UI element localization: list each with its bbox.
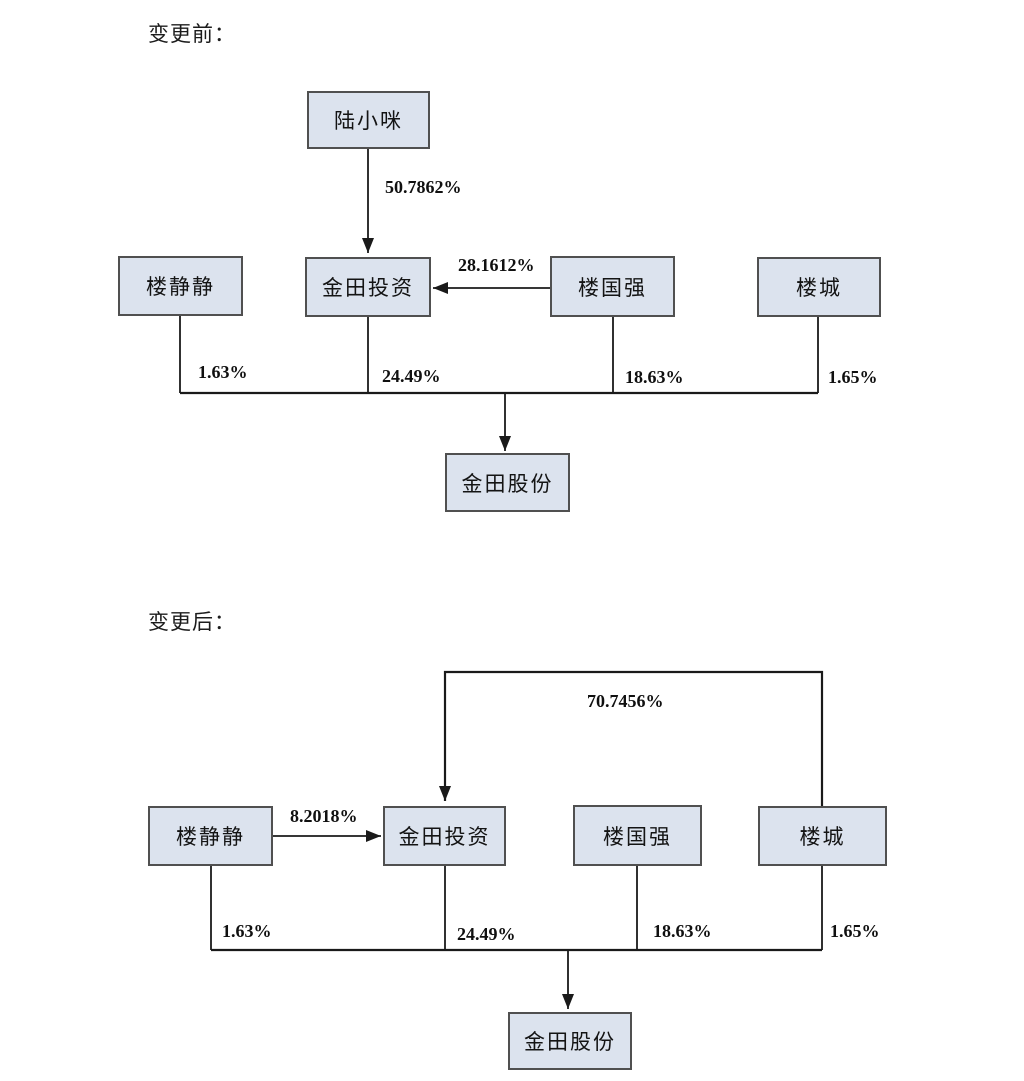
section-title-before-change: 变更前：: [148, 22, 236, 46]
connector-lou-cheng-to-jintian-touzi: [443, 670, 824, 806]
arrowhead-icon: [366, 830, 381, 842]
section-title-after-change: 变更后：: [148, 610, 236, 634]
arrowhead-icon: [562, 994, 574, 1009]
arrowhead-icon: [499, 436, 511, 451]
arrowhead-icon: [362, 238, 374, 253]
arrowhead-icon: [439, 786, 451, 801]
arrowhead-icon: [433, 282, 448, 294]
